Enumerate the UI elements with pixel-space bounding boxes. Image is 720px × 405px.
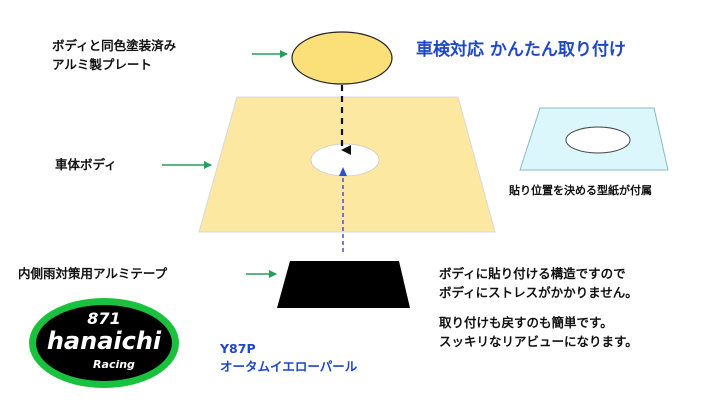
description-line1: ボディに貼り付ける構造ですので xyxy=(439,266,626,281)
tape-arrow-head xyxy=(339,167,347,176)
hanaichi-logo: 871 hanaichi Racing xyxy=(29,298,179,388)
color-name: オータムイエローパール xyxy=(220,359,358,374)
description-line4: スッキリなリアビューになります。 xyxy=(439,334,638,349)
plate-label-line2: アルミ製プレート xyxy=(52,57,152,72)
description: ボディに貼り付ける構造ですので ボディにストレスがかかりません。 取り付けも戻す… xyxy=(439,264,638,351)
tape-label: 内側雨対策用アルミテープ xyxy=(18,266,168,281)
color-code: Y87P xyxy=(220,341,256,356)
aluminum-tape xyxy=(277,261,410,308)
body-label: 車体ボディ xyxy=(55,157,117,172)
plate-label-line1: ボディと同色塗装済み xyxy=(52,38,177,53)
template-hole xyxy=(565,126,631,154)
logo-brand: hanaichi xyxy=(47,327,162,355)
logo-sub: Racing xyxy=(93,358,135,371)
template-label: 貼り位置を決める型紙が付属 xyxy=(509,184,652,197)
plate-label: ボディと同色塗装済み アルミ製プレート xyxy=(52,36,176,74)
body-hole xyxy=(310,143,380,177)
description-line3: 取り付けも戻すのも簡単です。 xyxy=(439,315,613,330)
description-line2: ボディにストレスがかかりません。 xyxy=(439,285,638,300)
logo-number: 871 xyxy=(87,309,120,328)
color-info: Y87P オータムイエローパール xyxy=(220,340,357,376)
headline: 車検対応 かんたん取り付け xyxy=(416,40,626,60)
aluminum-plate xyxy=(291,31,393,85)
